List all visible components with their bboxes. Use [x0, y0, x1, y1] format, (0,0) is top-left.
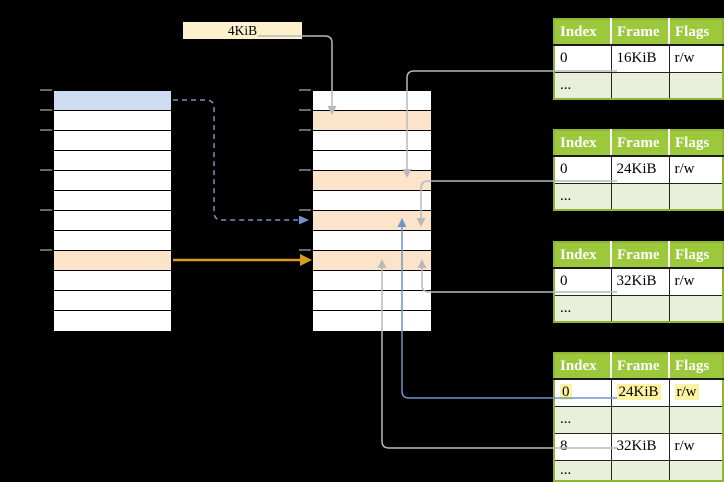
- memory-row: [54, 171, 171, 191]
- memory-row: [54, 251, 171, 271]
- col-header-flags: Flags: [669, 353, 723, 380]
- table-row-ellipsis: ...: [553, 405, 724, 434]
- index-cell: 0: [553, 44, 612, 73]
- table-row: 0 32KiB r/w: [553, 267, 724, 296]
- index-cell: ...: [553, 294, 612, 323]
- col-header-index: Index: [554, 353, 612, 380]
- memory-row: [313, 151, 431, 171]
- table-row-ellipsis: ...: [553, 71, 724, 100]
- memory-row: [313, 111, 431, 131]
- col-header-frame: Frame: [611, 353, 670, 380]
- frame-cell: [610, 405, 670, 434]
- memory-row: [313, 211, 431, 231]
- table-row-ellipsis: ...: [553, 182, 724, 211]
- page-table-1: Index Frame Flags 0 16KiB r/w ...: [553, 18, 724, 100]
- memory-row: [313, 131, 431, 151]
- index-cell: ...: [553, 459, 612, 481]
- page-table-3: Index Frame Flags 0 32KiB r/w ...: [553, 241, 724, 323]
- frame-cell: [610, 459, 670, 481]
- flags-cell: [668, 405, 724, 434]
- table-row: 0 16KiB r/w: [553, 44, 724, 73]
- left-column-ticks: [40, 89, 52, 251]
- memory-row: [313, 271, 431, 291]
- memory-row: [54, 291, 171, 311]
- col-header-flags: Flags: [669, 130, 723, 157]
- page-table-header-row: Index Frame Flags: [554, 19, 723, 46]
- table-row-ellipsis: ...: [553, 294, 724, 323]
- index-cell: 0: [553, 267, 612, 296]
- memory-row: [313, 311, 431, 331]
- flags-cell: r/w: [668, 155, 724, 184]
- index-cell: 0: [553, 155, 612, 184]
- frame-cell: 24KiB: [610, 155, 670, 184]
- col-header-index: Index: [554, 242, 612, 269]
- memory-row: [54, 311, 171, 331]
- col-header-index: Index: [554, 19, 612, 46]
- index-cell: ...: [553, 405, 612, 434]
- col-header-index: Index: [554, 130, 612, 157]
- memory-row: [313, 91, 431, 111]
- index-cell: 0: [553, 378, 612, 407]
- frame-size-label: 4KiB: [183, 22, 302, 39]
- table-row-ellipsis: ...: [553, 459, 724, 481]
- memory-row: [54, 91, 171, 111]
- col-header-frame: Frame: [611, 242, 670, 269]
- frame-cell: [610, 182, 670, 211]
- memory-row: [54, 231, 171, 251]
- flags-cell: [668, 294, 724, 323]
- flags-cell: [668, 459, 724, 481]
- frame-cell: [610, 294, 670, 323]
- page-table-header-row: Index Frame Flags: [554, 130, 723, 157]
- highlighted-value: 0: [560, 384, 572, 401]
- flags-cell: [668, 182, 724, 211]
- memory-row: [313, 251, 431, 271]
- highlighted-value: 24KiB: [616, 384, 661, 401]
- frame-cell: 16KiB: [610, 44, 670, 73]
- col-header-frame: Frame: [611, 130, 670, 157]
- memory-row: [313, 291, 431, 311]
- col-header-frame: Frame: [611, 19, 670, 46]
- memory-row: [313, 231, 431, 251]
- memory-row: [313, 191, 431, 211]
- frame-cell: 24KiB: [610, 378, 670, 407]
- left-memory-map: [53, 90, 172, 331]
- col-header-flags: Flags: [669, 19, 723, 46]
- frame-cell: 32KiB: [610, 267, 670, 296]
- arrow-virtual-page-to-frame: [173, 99, 299, 221]
- middle-column-ticks: [299, 89, 311, 251]
- frame-cell: 32KiB: [610, 432, 670, 461]
- table-row: 0 24KiB r/w: [553, 155, 724, 184]
- middle-memory-map: [312, 90, 432, 331]
- page-table-header-row: Index Frame Flags: [554, 242, 723, 269]
- flags-cell: [668, 71, 724, 100]
- memory-row: [54, 131, 171, 151]
- memory-row: [54, 111, 171, 131]
- flags-cell: r/w: [668, 432, 724, 461]
- col-header-flags: Flags: [669, 242, 723, 269]
- index-cell: ...: [553, 71, 612, 100]
- index-cell: 8: [553, 432, 612, 461]
- page-table-header-row: Index Frame Flags: [554, 353, 723, 380]
- memory-row: [54, 271, 171, 291]
- page-table-2: Index Frame Flags 0 24KiB r/w ...: [553, 129, 724, 211]
- frame-cell: [610, 71, 670, 100]
- arrowhead-right-icon: [299, 215, 309, 225]
- table-row: 8 32KiB r/w: [553, 432, 724, 461]
- memory-row: [54, 211, 171, 231]
- flags-cell: r/w: [668, 44, 724, 73]
- index-cell: ...: [553, 182, 612, 211]
- flags-cell: r/w: [668, 378, 724, 407]
- arrowhead-right-icon: [300, 254, 312, 266]
- table-row-highlighted: 0 24KiB r/w: [553, 378, 724, 407]
- memory-row: [54, 191, 171, 211]
- highlighted-value: r/w: [674, 384, 699, 401]
- page-table-4: Index Frame Flags 0 24KiB r/w ... 8 32Ki…: [553, 352, 724, 482]
- memory-row: [54, 151, 171, 171]
- flags-cell: r/w: [668, 267, 724, 296]
- memory-row: [313, 171, 431, 191]
